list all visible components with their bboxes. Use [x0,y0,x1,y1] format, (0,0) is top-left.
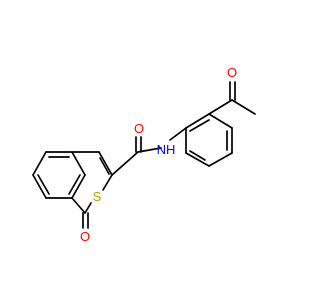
molecule-structure-diagram: O NH O S O [32,65,256,244]
bond [71,197,86,214]
atom-labels: O NH O S O [80,65,237,244]
ring-sulfur-label: S [93,189,102,204]
bond [208,152,233,167]
bond [231,99,256,115]
acetyl-oxygen-label: O [227,65,237,80]
bond [185,152,210,167]
lactone-oxygen-label: O [80,229,90,244]
bond [208,99,233,115]
bond [84,202,92,214]
bond [137,147,162,153]
bond [32,174,47,199]
bond [189,119,210,132]
bond [169,127,187,141]
bond [185,113,210,129]
bond [98,151,113,176]
bond [102,174,113,191]
bond [32,151,47,176]
bond [99,157,110,175]
bond [189,150,206,161]
bond [68,174,81,195]
amide-oxygen-label: O [134,121,144,136]
bond [71,151,86,176]
bond [37,174,50,195]
bonds [32,81,256,229]
bond [71,174,86,199]
amide-nitrogen-label: NH [157,142,176,157]
bond [208,113,233,129]
bond [111,151,139,176]
